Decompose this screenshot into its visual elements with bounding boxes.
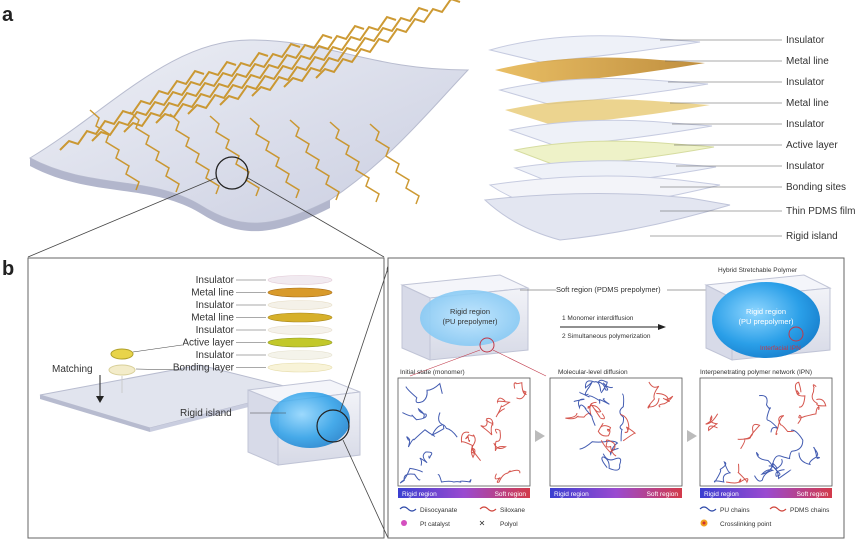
- box-title-3: Interpenetrating polymer network (IPN): [700, 369, 812, 376]
- stretchable-sheet: [28, 0, 470, 232]
- soft-region-label: Soft region (PDMS prepolymer): [556, 285, 661, 294]
- zoom-line-left: [27, 177, 217, 258]
- layer-label-b: Metal line: [191, 288, 234, 299]
- legend-pu-chains: PU chains: [720, 507, 750, 514]
- layer-label-a: Insulator: [786, 119, 825, 130]
- legend-crosslinking: Crosslinking point: [720, 521, 771, 528]
- zoom-circle-b: [316, 409, 350, 443]
- rigid-region-label: Rigid region: [450, 307, 490, 316]
- layer-label-a: Insulator: [786, 77, 825, 88]
- layer-disk: [267, 312, 333, 323]
- chain-box-1: Rigid region Soft region: [397, 377, 531, 498]
- bar-label-soft: Soft region: [495, 491, 527, 498]
- layer-label-a: Thin PDMS film: [786, 206, 855, 217]
- bar-label-soft: Soft region: [797, 491, 829, 498]
- layer-label-a: Insulator: [786, 161, 825, 172]
- transition-arrow-2: [687, 430, 697, 442]
- layer-label-b: Metal line: [191, 313, 234, 324]
- box-title-2: Molecular-level diffusion: [558, 369, 628, 376]
- layer-disk: [267, 325, 333, 335]
- hybrid-rigid-label: Rigid region: [746, 307, 786, 316]
- bar-label-rigid: Rigid region: [554, 491, 589, 498]
- legend-pt-catalyst: Pt catalyst: [420, 521, 450, 528]
- legend-diisocyanate: Diisocyanate: [420, 507, 458, 514]
- rigid-island-label: Rigid island: [180, 408, 232, 419]
- bar-label-rigid: Rigid region: [402, 491, 437, 498]
- layer-label-b: Bonding layer: [173, 363, 235, 374]
- bar-label-rigid: Rigid region: [704, 491, 739, 498]
- step-2-label: 2 Simultaneous polymerization: [562, 333, 651, 340]
- chain-box-2: Rigid region Soft region: [549, 377, 683, 498]
- layer-label-a: Active layer: [786, 140, 838, 151]
- panel-label-a: a: [2, 4, 14, 26]
- rigid-region-sublabel: (PU prepolymer): [442, 317, 498, 326]
- layer-label-a: Metal line: [786, 56, 829, 67]
- bar-label-soft: Soft region: [647, 491, 679, 498]
- box-title-1: Initial state (monomer): [400, 369, 465, 376]
- layer-disk: [267, 275, 333, 285]
- step-1-label: 1 Monomer interdiffusion: [562, 315, 634, 322]
- layer-disk-stack-b: [267, 275, 333, 373]
- exploded-layer-stack: [483, 35, 731, 241]
- layer-disk: [267, 362, 333, 373]
- zoom-line-right: [247, 177, 385, 258]
- interfacial-ipn-label: Interfacial IPN: [760, 345, 801, 352]
- panel-label-b: b: [2, 258, 15, 280]
- prepolymer-cube: [400, 274, 530, 361]
- layer-label-b: Insulator: [196, 275, 235, 286]
- hybrid-polymer-title: Hybrid Stretchable Polymer: [718, 267, 798, 274]
- layer-label-a: Metal line: [786, 98, 829, 109]
- chain-box-3: Rigid region Soft region: [699, 377, 833, 498]
- layer-label-b: Insulator: [196, 325, 235, 336]
- zoom-circle-a: [215, 156, 249, 190]
- layer-disk: [267, 287, 333, 298]
- layer-label-a: Rigid island: [786, 231, 838, 242]
- layer-disk: [267, 300, 333, 310]
- layer-label-b: Insulator: [196, 350, 235, 361]
- legend-siloxane: Siloxane: [500, 507, 525, 514]
- hybrid-rigid-sublabel: (PU prepolymer): [738, 317, 794, 326]
- rigid-island-cube: [247, 379, 361, 466]
- layer-label-a: Bonding sites: [786, 182, 846, 193]
- legend-pdms-chains: PDMS chains: [790, 507, 830, 514]
- layer-label-b: Active layer: [182, 338, 234, 349]
- layer-disk: [267, 350, 333, 360]
- island-chip: [110, 348, 134, 360]
- layer-disk: [267, 337, 333, 348]
- transition-arrow-1: [535, 430, 545, 442]
- matching-label: Matching: [52, 364, 93, 375]
- layer-label-b: Insulator: [196, 300, 235, 311]
- legend-polyol: Polyol: [500, 521, 518, 528]
- hybrid-polymer-cube: [704, 274, 832, 361]
- layer-label-a: Insulator: [786, 35, 825, 46]
- chain-legend: Diisocyanate Siloxane Pt catalyst Polyol…: [399, 506, 830, 528]
